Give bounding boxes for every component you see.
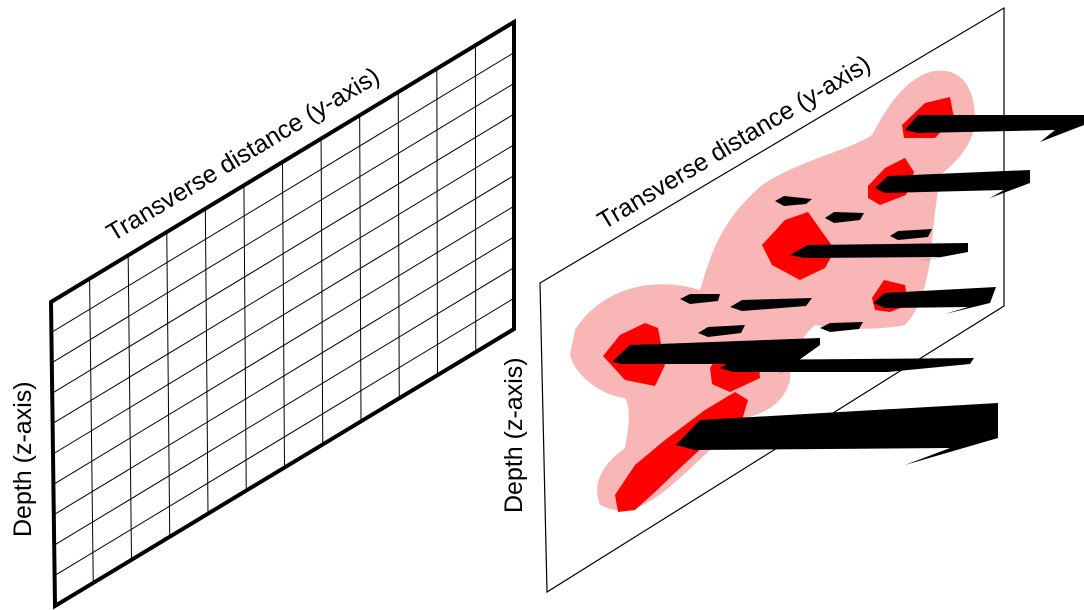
left-y-axis-label: Transverse distance (y-axis) bbox=[102, 62, 385, 247]
left-z-axis-label: Depth (z-axis) bbox=[9, 381, 37, 537]
flow-arrow bbox=[790, 243, 968, 262]
flow-arrow-small bbox=[775, 196, 812, 206]
flow-arrow bbox=[676, 403, 998, 465]
grid-panel bbox=[48, 18, 516, 610]
grid-line-horizontal bbox=[52, 144, 515, 425]
grid-line-horizontal bbox=[52, 175, 515, 455]
core-spot bbox=[762, 212, 835, 280]
grid-line-horizontal bbox=[53, 236, 515, 516]
flow-arrows bbox=[612, 115, 1084, 465]
grid-line-horizontal bbox=[51, 113, 515, 394]
grid-line-horizontal bbox=[51, 82, 515, 364]
flow-arrow bbox=[612, 338, 820, 375]
flow-arrow-small bbox=[698, 325, 745, 337]
flow-arrow bbox=[875, 170, 1030, 198]
flow-arrow-small bbox=[730, 298, 812, 311]
grid-lines bbox=[51, 45, 515, 583]
grid-line-horizontal bbox=[54, 297, 515, 577]
grid-frame bbox=[48, 18, 516, 610]
flow-arrow bbox=[905, 115, 1084, 142]
flow-arrow-small bbox=[680, 294, 720, 304]
flow-arrow-small bbox=[890, 229, 932, 240]
right-z-axis-label: Depth (z-axis) bbox=[500, 357, 528, 513]
grid-line-horizontal bbox=[53, 205, 515, 485]
flow-arrow bbox=[720, 358, 974, 372]
grid-line-horizontal bbox=[51, 52, 515, 333]
flow-arrow bbox=[873, 287, 996, 314]
flow-arrow-small bbox=[825, 212, 864, 223]
grid-line-horizontal bbox=[53, 267, 515, 546]
flow-arrow-small bbox=[820, 322, 863, 332]
flow-plane-panel bbox=[539, 6, 1084, 594]
